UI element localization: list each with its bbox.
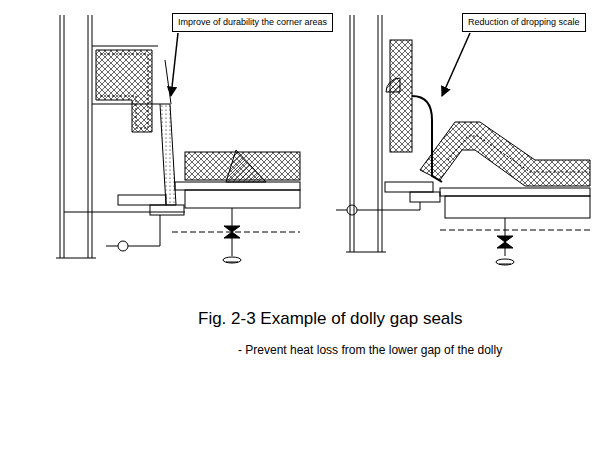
callout-box: Improve of durability the corner areas xyxy=(172,13,333,32)
figure-caption: Fig. 2-3 Example of dolly gap seals xyxy=(198,309,463,329)
leader-arrow xyxy=(171,33,178,96)
callout-box: Reduction of dropping scale xyxy=(462,13,586,32)
leader-arrow xyxy=(442,33,470,96)
right-section xyxy=(336,15,590,265)
left-section xyxy=(56,15,300,263)
note-text: - Prevent heat loss from the lower gap o… xyxy=(238,343,502,357)
callout-text: Reduction of dropping scale xyxy=(468,17,580,27)
callout-text: Improve of durability the corner areas xyxy=(178,17,327,27)
